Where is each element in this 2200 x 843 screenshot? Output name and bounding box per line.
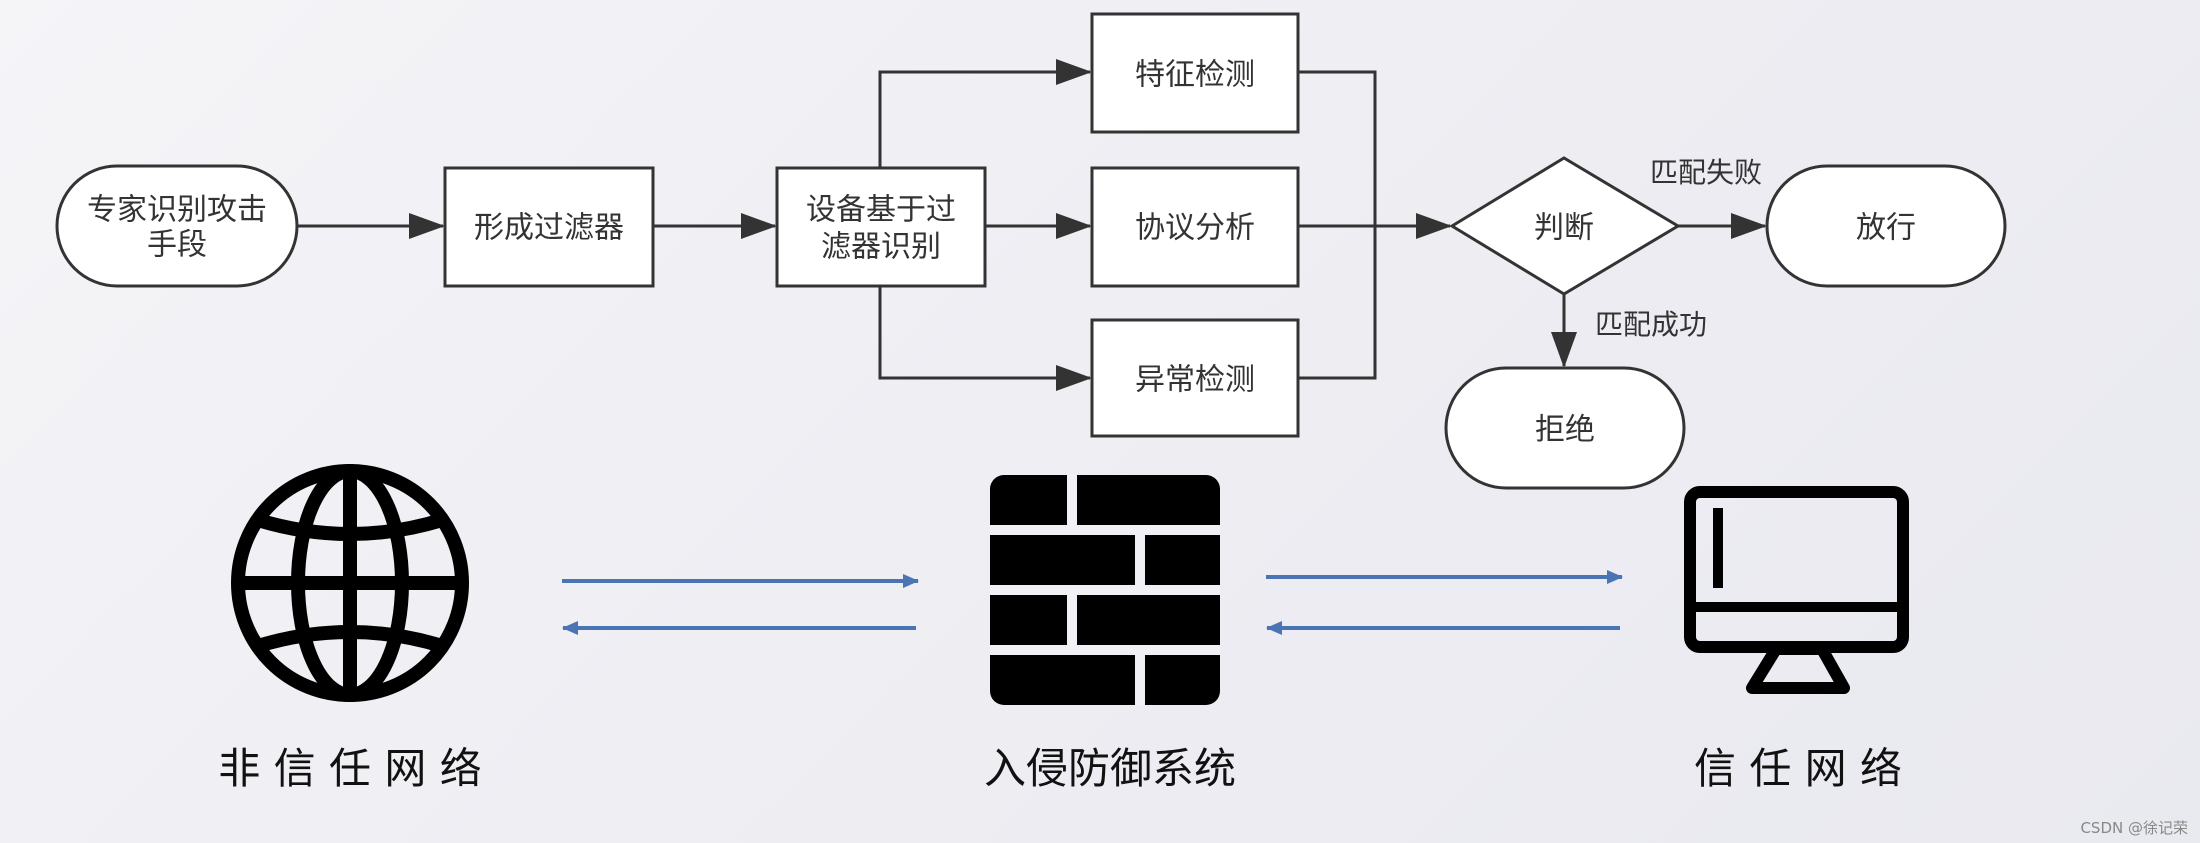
monitor-icon [1684, 486, 1909, 694]
edge-feature-to-merge [1298, 70, 1377, 226]
edge-device-to-feature [878, 59, 1092, 168]
ids-label: 入侵防御系统 [984, 744, 1236, 793]
edge-device-to-anomaly [878, 284, 1092, 391]
untrusted-network-label: 非 信 任 网 络 [218, 744, 481, 793]
node-expert-line-1: 专家识别攻击 [87, 193, 267, 228]
node-filter-label: 形成过滤器 [474, 211, 624, 246]
node-protocol: 协议分析 [1090, 166, 1300, 288]
flowchart-edges [297, 59, 1767, 391]
node-device: 设备基于过 滤器识别 [775, 166, 987, 288]
trusted-network-label: 信 任 网 络 [1694, 744, 1902, 793]
node-filter: 形成过滤器 [443, 166, 655, 288]
node-judge-label: 判断 [1534, 211, 1594, 246]
node-expert-line-2: 手段 [147, 228, 207, 263]
node-device-line-2: 滤器识别 [821, 230, 941, 265]
node-reject-label: 拒绝 [1535, 413, 1595, 448]
watermark: CSDN @徐记荣 [2080, 819, 2188, 837]
edge-label-success: 匹配成功 [1595, 308, 1707, 341]
node-feature-label: 特征检测 [1135, 58, 1255, 93]
node-feature: 特征检测 [1090, 12, 1300, 134]
edge-anomaly-to-merge [1298, 226, 1377, 380]
node-protocol-label: 协议分析 [1135, 211, 1255, 246]
traffic-arrows [562, 570, 1623, 635]
node-anomaly-label: 异常检测 [1135, 363, 1255, 398]
node-anomaly: 异常检测 [1090, 318, 1300, 438]
node-pass-label: 放行 [1856, 211, 1916, 246]
node-expert: 专家识别攻击 手段 [55, 164, 299, 288]
firewall-icon [990, 475, 1220, 705]
node-reject: 拒绝 [1444, 366, 1686, 490]
node-device-line-1: 设备基于过 [806, 193, 956, 228]
node-judge: 判断 [1449, 156, 1681, 296]
node-pass: 放行 [1765, 164, 2007, 288]
edge-label-fail: 匹配失败 [1650, 156, 1762, 189]
globe-icon [231, 464, 469, 702]
